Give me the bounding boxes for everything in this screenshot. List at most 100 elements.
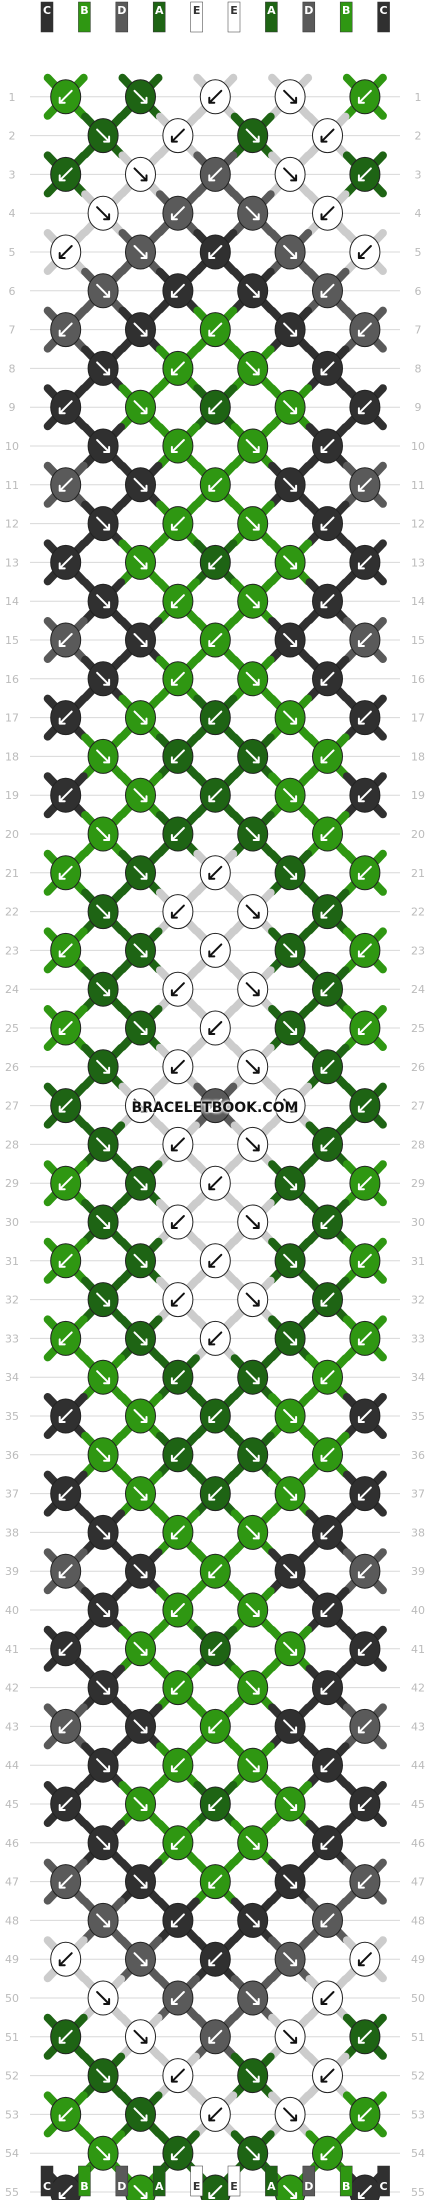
knot-arrow-icon bbox=[283, 1874, 298, 1889]
row-number-right: 1 bbox=[415, 91, 422, 104]
row-number-right: 29 bbox=[411, 1177, 425, 1190]
row-number-left: 36 bbox=[5, 1449, 19, 1462]
knot-arrow-icon bbox=[96, 2068, 111, 2083]
row-number-left: 21 bbox=[5, 867, 19, 880]
row-number-right: 28 bbox=[411, 1138, 425, 1151]
knot bbox=[312, 1670, 343, 1706]
row-number-left: 2 bbox=[9, 130, 16, 143]
knot-arrow-icon bbox=[170, 1991, 185, 2005]
strand-end bbox=[115, 2165, 129, 2197]
strand-label: B bbox=[342, 4, 350, 17]
knot bbox=[237, 1825, 269, 1861]
knot bbox=[199, 2096, 231, 2132]
knot bbox=[125, 79, 156, 115]
knot bbox=[50, 2096, 82, 2132]
row-number-right: 10 bbox=[411, 440, 425, 453]
knot bbox=[199, 79, 231, 115]
knot bbox=[274, 777, 306, 813]
knot-arrow-icon bbox=[170, 1215, 185, 1229]
knot-arrow-icon bbox=[58, 788, 73, 803]
knot bbox=[87, 1980, 119, 2016]
knot bbox=[274, 467, 306, 503]
knot-arrow-icon bbox=[283, 400, 298, 415]
knot-arrow-icon bbox=[208, 322, 223, 337]
knot-arrow-icon bbox=[283, 865, 298, 880]
row-number-right: 33 bbox=[411, 1332, 425, 1345]
strand-end bbox=[227, 2165, 241, 2197]
knot-arrow-icon bbox=[357, 89, 372, 104]
knot bbox=[199, 700, 231, 736]
knot-arrow-icon bbox=[208, 1874, 223, 1889]
row-number-right: 48 bbox=[411, 1914, 425, 1927]
knot bbox=[162, 661, 194, 697]
knot bbox=[50, 622, 82, 658]
strand-end bbox=[339, 2165, 353, 2197]
knot bbox=[199, 1010, 231, 1046]
knot-arrow-icon bbox=[58, 322, 73, 337]
knot-arrow-icon bbox=[96, 1215, 111, 1229]
knot-arrow-icon bbox=[170, 1835, 185, 1850]
knot bbox=[125, 156, 156, 192]
knot bbox=[274, 1864, 306, 1900]
knot bbox=[50, 855, 82, 891]
strand-end bbox=[152, 2165, 166, 2197]
knot-arrow-icon bbox=[208, 1797, 223, 1811]
strand-end bbox=[227, 1, 241, 33]
knot-arrow-icon bbox=[133, 245, 148, 259]
knot-arrow-icon bbox=[58, 555, 73, 570]
row-number-right: 53 bbox=[411, 2108, 425, 2121]
knot bbox=[274, 1243, 306, 1279]
knot bbox=[237, 738, 269, 774]
knot bbox=[237, 2058, 269, 2094]
knot bbox=[349, 467, 381, 503]
knot-arrow-icon bbox=[283, 477, 298, 492]
knot-arrow-icon bbox=[96, 982, 111, 997]
row-number-left: 45 bbox=[5, 1798, 19, 1811]
knot-arrow-icon bbox=[58, 1409, 73, 1423]
knot-arrow-icon bbox=[320, 206, 335, 221]
knot bbox=[237, 1980, 269, 2016]
knot-arrow-icon bbox=[133, 633, 148, 647]
row-number-left: 14 bbox=[5, 595, 19, 608]
knot bbox=[50, 1553, 82, 1589]
knot bbox=[312, 1282, 343, 1318]
row-number-right: 21 bbox=[411, 867, 425, 880]
row-number-right: 38 bbox=[411, 1526, 425, 1539]
knot bbox=[237, 583, 269, 619]
knot-arrow-icon bbox=[58, 710, 73, 725]
knot-arrow-icon bbox=[170, 2068, 185, 2083]
knot bbox=[274, 389, 306, 425]
knot-arrow-icon bbox=[208, 555, 223, 570]
row-number-left: 26 bbox=[5, 1061, 19, 1074]
knot-arrow-icon bbox=[170, 128, 185, 143]
knot bbox=[274, 855, 306, 891]
knot-arrow-icon bbox=[133, 1952, 148, 1967]
knot bbox=[162, 1126, 194, 1162]
knot-grid bbox=[50, 79, 381, 2200]
knot-arrow-icon bbox=[133, 1641, 148, 1656]
knot-arrow-icon bbox=[58, 865, 73, 880]
row-number-left: 28 bbox=[5, 1138, 19, 1151]
knot bbox=[125, 1320, 156, 1356]
knot-arrow-icon bbox=[208, 788, 223, 803]
knot bbox=[162, 350, 194, 386]
knot-arrow-icon bbox=[58, 2107, 73, 2122]
knot-arrow-icon bbox=[283, 89, 298, 104]
knot bbox=[274, 79, 306, 115]
knot bbox=[237, 428, 269, 464]
knot bbox=[50, 389, 82, 425]
knot bbox=[87, 1437, 119, 1473]
knot bbox=[125, 1476, 156, 1512]
knot-arrow-icon bbox=[58, 1952, 73, 1967]
row-number-right: 47 bbox=[411, 1876, 425, 1889]
row-number-left: 46 bbox=[5, 1837, 19, 1850]
knot bbox=[162, 1592, 194, 1628]
row-number-left: 37 bbox=[5, 1488, 19, 1501]
knot-arrow-icon bbox=[320, 128, 335, 143]
knot-arrow-icon bbox=[96, 1991, 111, 2005]
knot bbox=[125, 312, 156, 348]
knot-arrow-icon bbox=[133, 477, 148, 492]
knot bbox=[199, 156, 231, 192]
row-number-left: 17 bbox=[5, 712, 19, 725]
knot bbox=[312, 273, 343, 309]
